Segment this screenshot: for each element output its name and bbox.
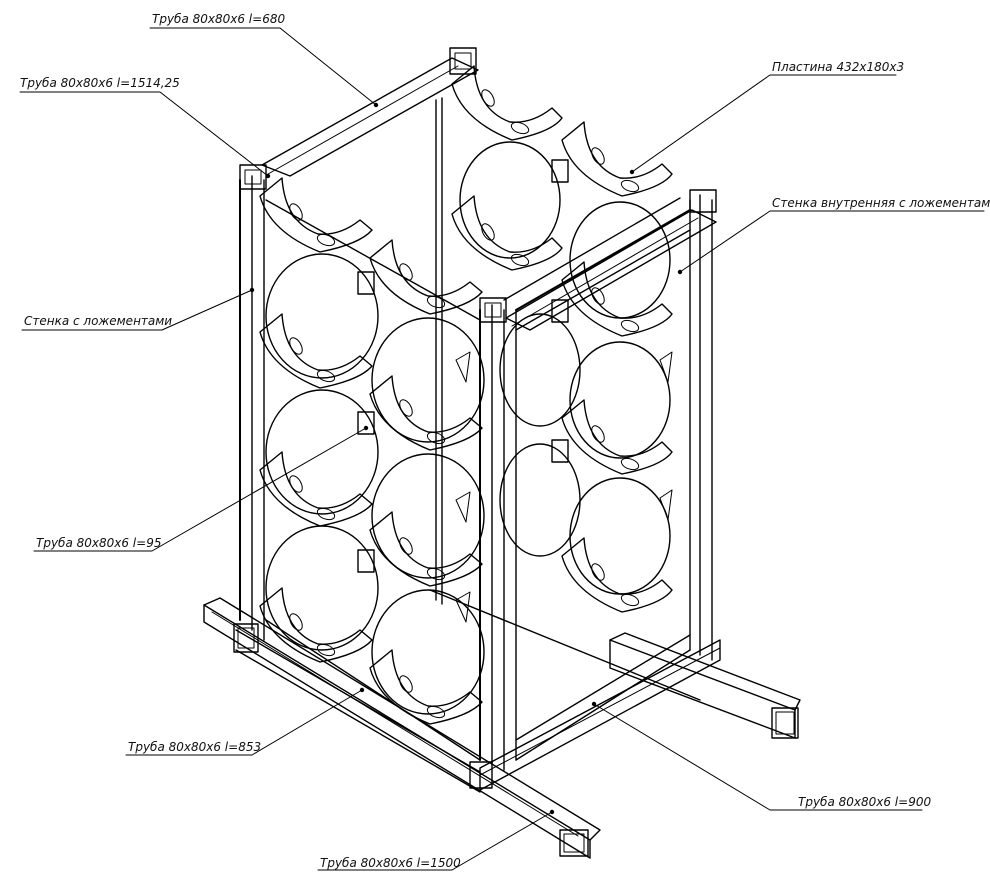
front-top-tube [505, 209, 717, 331]
inner-wall [503, 197, 691, 761]
label-tube-900: Труба 80х80х6 l=900 [798, 795, 932, 809]
label-tube-680: Труба 80х80х6 l=680 [152, 12, 286, 26]
leader-lines [19, 27, 985, 871]
label-plate: Пластина 432х180х3 [772, 60, 905, 74]
left-wall [239, 164, 507, 771]
label-tube-95: Труба 80х80х6 l=95 [36, 536, 162, 550]
label-inner-wall: Стенка внутренняя с ложементами [772, 196, 990, 210]
bottom-tube-853 [233, 623, 481, 793]
label-wall: Стенка с ложементами [24, 314, 173, 328]
back-frame [261, 47, 717, 701]
label-tube-1514: Труба 80х80х6 l=1514,25 [20, 76, 180, 90]
bottom-tube-900 [469, 639, 721, 791]
label-tube-1500: Труба 80х80х6 l=1500 [320, 856, 461, 870]
base-skid-right [609, 632, 801, 739]
left-wall-cradles [259, 177, 485, 725]
label-tube-853: Труба 80х80х6 l=853 [128, 740, 262, 754]
inner-wall-cradles [451, 65, 673, 623]
